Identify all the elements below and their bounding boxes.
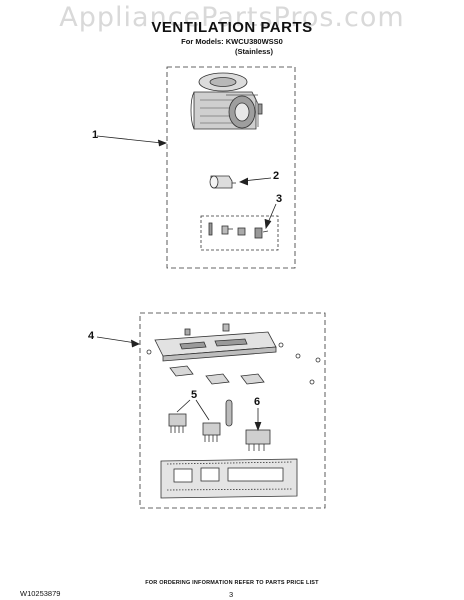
callout-5: 5 [191, 389, 198, 401]
hardware-parts [208, 222, 269, 239]
lower-group-box [139, 312, 326, 509]
model-subtitle: For Models: KWCU380WSS0 [181, 37, 283, 46]
switch-part-six [245, 429, 271, 451]
switch-parts [168, 399, 233, 442]
page-title: VENTILATION PARTS [151, 19, 313, 36]
callout-4: 4 [88, 330, 95, 342]
capacitor-part [209, 175, 236, 189]
finish-subtitle: (Stainless) [235, 47, 273, 56]
callout-leaders [96, 135, 277, 432]
hardware-group-box [200, 215, 279, 251]
control-bracket-part [146, 323, 321, 385]
control-board-part [160, 458, 298, 499]
page-number: 3 [229, 590, 234, 599]
watermark-text: AppliancePartsPros.com [59, 2, 405, 33]
blower-motor-part [190, 72, 263, 130]
upper-group-box [166, 66, 296, 269]
callout-1: 1 [92, 129, 99, 141]
callout-2: 2 [273, 170, 280, 182]
document-number: W10253879 [20, 589, 61, 598]
switch-cap-row [169, 365, 265, 385]
callout-6: 6 [254, 396, 261, 408]
ordering-info-note: FOR ORDERING INFORMATION REFER TO PARTS … [145, 580, 319, 586]
callout-3: 3 [276, 193, 283, 205]
